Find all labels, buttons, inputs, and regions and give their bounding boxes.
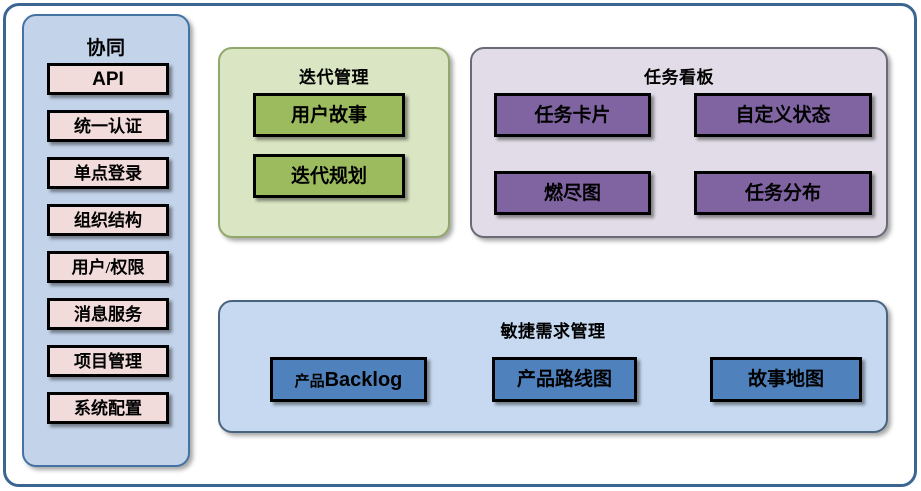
panel-collaboration-title: 协同 [86,38,126,59]
node-product-roadmap[interactable]: 产品路线图 [492,357,637,402]
panel-task-board[interactable]: 任务看板 任务卡片 自定义状态 燃尽图 任务分布 [470,47,888,238]
node-custom-status[interactable]: 自定义状态 [694,93,872,137]
node-product-backlog[interactable]: 产品Backlog [270,357,427,402]
node-burndown-chart[interactable]: 燃尽图 [494,171,651,215]
node-user-story-label: 用户故事 [290,104,367,126]
node-api[interactable]: API [47,63,169,95]
node-user-story[interactable]: 用户故事 [253,93,405,137]
node-product-backlog-cjk: 产品 [294,373,325,390]
node-system-config[interactable]: 系统配置 [47,392,169,424]
node-task-distribution-label: 任务分布 [744,182,821,204]
node-unified-auth-label: 统一认证 [74,116,142,136]
node-user-permission-label: 用户/权限 [71,257,145,277]
node-task-card[interactable]: 任务卡片 [494,93,651,137]
node-message-service-label: 消息服务 [74,304,142,324]
node-api-label: API [92,68,124,90]
node-single-sign-on[interactable]: 单点登录 [47,157,169,189]
node-burndown-chart-label: 燃尽图 [543,182,601,204]
node-project-management-label: 项目管理 [74,351,142,371]
node-org-structure-label: 组织结构 [74,210,142,230]
node-single-sign-on-label: 单点登录 [74,163,142,183]
node-story-map-label: 故事地图 [747,369,824,390]
node-task-card-label: 任务卡片 [534,104,611,126]
node-org-structure[interactable]: 组织结构 [47,204,169,236]
panel-task-board-title: 任务看板 [644,68,714,87]
node-product-backlog-label: 产品Backlog [295,370,403,390]
panel-iteration-management-title: 迭代管理 [299,68,369,87]
panel-iteration-management[interactable]: 迭代管理 用户故事 迭代规划 [218,47,450,238]
panel-collaboration[interactable]: 协同 API 统一认证 单点登录 组织结构 用户/权限 消息服务 项目管理 系统… [22,14,190,467]
node-system-config-label: 系统配置 [74,398,142,418]
node-custom-status-label: 自定义状态 [735,104,831,126]
node-user-permission[interactable]: 用户/权限 [47,251,169,283]
node-task-distribution[interactable]: 任务分布 [694,171,872,215]
node-message-service[interactable]: 消息服务 [47,298,169,330]
node-iteration-planning-label: 迭代规划 [290,165,367,187]
panel-agile-requirement-management-title: 敏捷需求管理 [500,322,606,341]
node-unified-auth[interactable]: 统一认证 [47,110,169,142]
node-story-map[interactable]: 故事地图 [710,357,862,402]
node-iteration-planning[interactable]: 迭代规划 [253,154,405,198]
node-product-backlog-latin: Backlog [324,368,403,391]
panel-agile-requirement-management[interactable]: 敏捷需求管理 产品Backlog 产品路线图 故事地图 [218,300,888,433]
node-product-roadmap-label: 产品路线图 [516,369,612,390]
node-project-management[interactable]: 项目管理 [47,345,169,377]
